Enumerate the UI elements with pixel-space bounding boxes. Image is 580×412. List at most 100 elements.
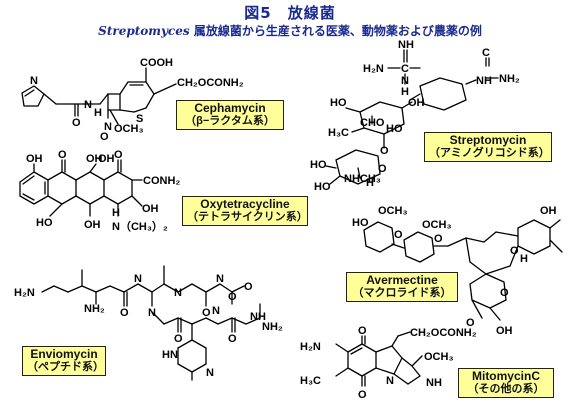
strep-oh1-atom: OH bbox=[408, 97, 425, 109]
env-o1-atom: O bbox=[120, 307, 129, 319]
avermectine-structure bbox=[363, 219, 563, 321]
label-mitomycinc-name: MitomycinC bbox=[471, 369, 540, 383]
aver-och3a-atom: OCH₃ bbox=[378, 205, 408, 217]
oxy-oh4-atom: OH bbox=[142, 203, 159, 215]
env-o2-atom: O bbox=[202, 307, 211, 319]
streptomycin-structure bbox=[325, 49, 499, 185]
aver-o2-atom: O bbox=[434, 233, 443, 245]
figure-title: 図5 放線菌 bbox=[244, 4, 336, 22]
label-oxytetracycline-name: Oxytetracycline bbox=[200, 197, 290, 211]
oxy-nme2-atom: N（CH₃）₂ bbox=[112, 220, 168, 233]
strep-o2-atom: O bbox=[378, 163, 387, 175]
strep-nh3-atom: NH bbox=[476, 75, 492, 87]
aver-o1-atom: O bbox=[394, 229, 403, 241]
mito-h2n-atom: H₂N bbox=[300, 341, 321, 353]
ceph-o2-atom: O bbox=[100, 131, 109, 143]
oxy-h-atom: H bbox=[112, 207, 120, 219]
ceph-ch2-atom: CH₂OCONH₂ bbox=[177, 77, 244, 89]
cephamycin-structure bbox=[21, 67, 177, 125]
label-cephamycin: Cephamycin （β−ラクタム系） bbox=[176, 100, 284, 130]
env-o4-atom: O bbox=[174, 333, 183, 345]
oxytetracycline-structure bbox=[19, 159, 143, 217]
mito-nh-atom: NH bbox=[426, 377, 442, 389]
strep-h1-atom: H bbox=[401, 86, 409, 98]
env-o3-atom: O bbox=[244, 281, 253, 293]
mito-ch2-atom: CH₂OCONH₂ bbox=[410, 327, 477, 339]
label-cephamycin-class: （β−ラクタム系） bbox=[185, 115, 275, 127]
label-avermectine-name: Avermectine bbox=[366, 273, 438, 287]
mitomycin-structure bbox=[335, 331, 423, 387]
label-avermectine: Avermectine （マクロライド系） bbox=[346, 272, 458, 302]
aver-och3b-atom: OCH₃ bbox=[422, 219, 452, 231]
strep-o1-atom: O bbox=[380, 145, 389, 157]
oxy-oh1-atom: OH bbox=[26, 153, 43, 165]
aver-h-atom: H bbox=[520, 253, 528, 265]
aver-ho-atom: HO bbox=[352, 217, 369, 229]
env-nh-atom: NH bbox=[250, 311, 266, 323]
env-n1-atom: N bbox=[134, 273, 142, 285]
env-n3-atom: N bbox=[216, 273, 224, 285]
env-o5-atom: O bbox=[228, 333, 237, 345]
strep-nhch3-atom: NHCH₃ bbox=[344, 173, 381, 185]
env-nh2b-atom: NH₂ bbox=[262, 321, 283, 333]
mito-o2-atom: O bbox=[358, 389, 367, 401]
strep-nh1-atom: NH bbox=[398, 39, 414, 51]
label-streptomycin-name: Streptomycin bbox=[449, 133, 527, 147]
env-o6-atom: O bbox=[228, 291, 237, 303]
strep-h-atom: H bbox=[366, 177, 374, 189]
strep-c1-atom: C bbox=[401, 63, 409, 75]
label-streptomycin: Streptomycin （アミノグリコシド系） bbox=[424, 132, 552, 162]
env-nh2-atom: NH₂ bbox=[84, 303, 105, 315]
oxy-ho-atom: HO bbox=[36, 217, 53, 229]
ceph-och3-atom: OCH₃ bbox=[114, 123, 144, 135]
aver-oh2-atom: OH bbox=[540, 205, 557, 217]
ceph-cooh-atom: COOH bbox=[140, 57, 173, 69]
label-avermectine-class: （マクロライド系） bbox=[352, 287, 452, 299]
env-n6-atom: N bbox=[206, 367, 214, 379]
oxy-conh2-atom: CONH₂ bbox=[143, 175, 180, 187]
label-oxytetracycline: Oxytetracycline （テトラサイクリン系） bbox=[182, 196, 308, 226]
subtitle-genus: Streptomyces bbox=[98, 24, 190, 38]
ceph-h-atom: H bbox=[94, 107, 102, 119]
env-n2-atom: N bbox=[174, 287, 182, 299]
env-hn-atom: HN bbox=[162, 349, 178, 361]
aver-o5-atom: O bbox=[466, 317, 475, 329]
env-h2n-atom: H₂N bbox=[14, 287, 35, 299]
oxy-oh5-atom: OH bbox=[84, 219, 101, 231]
aver-o3-atom: O bbox=[510, 245, 519, 257]
ceph-n2-atom: N bbox=[104, 121, 112, 133]
ceph-n1-atom: N bbox=[84, 99, 92, 111]
env-n5-atom: N bbox=[212, 305, 220, 317]
ceph-s-atom: S bbox=[136, 113, 143, 125]
oxy-o1-atom: O bbox=[58, 149, 67, 161]
env-n4-atom: N bbox=[148, 307, 156, 319]
strep-c2-atom: C bbox=[482, 47, 490, 59]
mito-n-atom: N bbox=[386, 375, 394, 387]
oxy-oh3-atom: OH bbox=[98, 153, 115, 165]
strep-ho2-atom: HO bbox=[386, 123, 403, 135]
figure-subtitle: Streptomyces 属放線菌から生産される医薬、動物薬および農薬の例 bbox=[0, 22, 580, 39]
strep-nh4-atom: NH₂ bbox=[499, 73, 520, 85]
enviomycin-structure bbox=[41, 265, 261, 381]
strep-cho-atom: CHO bbox=[360, 117, 385, 129]
label-streptomycin-class: （アミノグリコシド系） bbox=[429, 147, 550, 159]
aver-oh1-atom: OH bbox=[496, 325, 513, 337]
strep-ho4-atom: HO bbox=[314, 181, 331, 193]
mito-och3-atom: OCH₃ bbox=[424, 351, 454, 363]
label-enviomycin-name: Enviomycin bbox=[30, 347, 98, 361]
aver-o4-atom: O bbox=[500, 287, 509, 299]
mito-h3c-atom: H₃C bbox=[300, 375, 321, 387]
label-oxytetracycline-class: （テトラサイクリン系） bbox=[187, 211, 308, 223]
strep-ho1-atom: HO bbox=[330, 97, 347, 109]
label-mitomycinc: MitomycinC （その他の系） bbox=[458, 368, 554, 398]
oxy-oh2-atom: OH bbox=[86, 153, 103, 165]
label-cephamycin-name: Cephamycin bbox=[194, 101, 266, 115]
strep-h2n-atom: H₂N bbox=[363, 63, 384, 75]
oxy-o2-atom: O bbox=[114, 149, 123, 161]
mito-o1-atom: O bbox=[358, 325, 367, 337]
subtitle-text: 属放線菌から生産される医薬、動物薬および農薬の例 bbox=[189, 24, 482, 38]
strep-h3c-atom: H₃C bbox=[328, 127, 349, 139]
label-enviomycin: Enviomycin （ペプチド系） bbox=[22, 346, 106, 376]
strep-ho3-atom: HO bbox=[310, 159, 327, 171]
